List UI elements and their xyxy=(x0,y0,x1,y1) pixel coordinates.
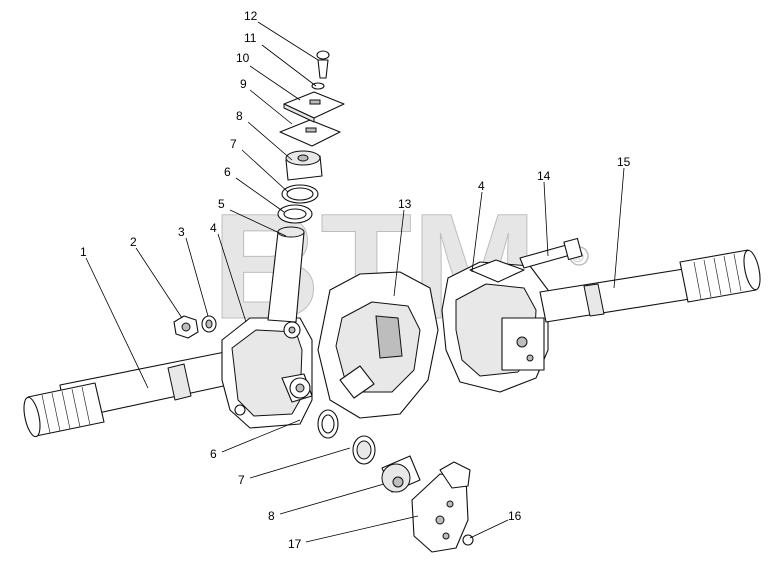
part-11-washer xyxy=(311,82,325,90)
callout-16: 16 xyxy=(508,509,522,523)
part-16-plug xyxy=(462,534,474,546)
callout-15: 15 xyxy=(617,155,631,169)
callout-8-top: 8 xyxy=(236,109,243,123)
callout-4-right: 4 xyxy=(478,179,485,193)
part-8-top-bushing xyxy=(285,150,323,181)
callout-12: 12 xyxy=(244,9,258,23)
part-9-gasket xyxy=(279,119,341,147)
callout-5: 5 xyxy=(218,197,225,211)
callout-17: 17 xyxy=(288,537,302,551)
callout-9: 9 xyxy=(240,77,247,91)
callout-1: 1 xyxy=(80,245,87,259)
part-10-cover-plate xyxy=(283,91,345,123)
part-2-nut xyxy=(173,315,199,339)
callout-3: 3 xyxy=(178,225,185,239)
part-1-left-shaft xyxy=(23,349,243,438)
part-3-washer xyxy=(201,315,217,333)
part-7-bottom-seal xyxy=(352,435,376,465)
callout-11: 11 xyxy=(244,31,257,45)
part-6-top-ring xyxy=(277,204,313,224)
part-5-pin-shaft xyxy=(267,226,305,323)
callout-7-top: 7 xyxy=(230,137,237,151)
callout-6-top: 6 xyxy=(224,165,231,179)
callout-2: 2 xyxy=(130,235,137,249)
part-13-cross-spider xyxy=(317,271,439,419)
callout-13: 13 xyxy=(398,197,412,211)
leader-lines xyxy=(85,21,625,543)
part-4-right-yoke xyxy=(441,259,549,393)
part-14-bolt xyxy=(519,237,583,269)
part-12-bolt xyxy=(316,50,330,79)
callout-8-bottom: 8 xyxy=(268,509,275,523)
part-8-bottom-bushing xyxy=(381,455,421,493)
callout-7-bottom: 7 xyxy=(238,473,245,487)
callout-6-bottom: 6 xyxy=(210,447,217,461)
part-4-left-yoke xyxy=(221,317,313,429)
callout-14: 14 xyxy=(537,169,551,183)
part-15-right-shaft xyxy=(539,249,761,323)
part-17-bracket xyxy=(411,461,471,553)
part-6-bottom-ring xyxy=(317,409,339,439)
callout-labels: 12 11 10 9 8 7 6 5 4 13 4 14 15 1 2 3 6 … xyxy=(80,9,631,551)
part-7-top-seal xyxy=(281,184,319,204)
callout-4-left: 4 xyxy=(210,221,217,235)
callout-10: 10 xyxy=(236,51,250,65)
